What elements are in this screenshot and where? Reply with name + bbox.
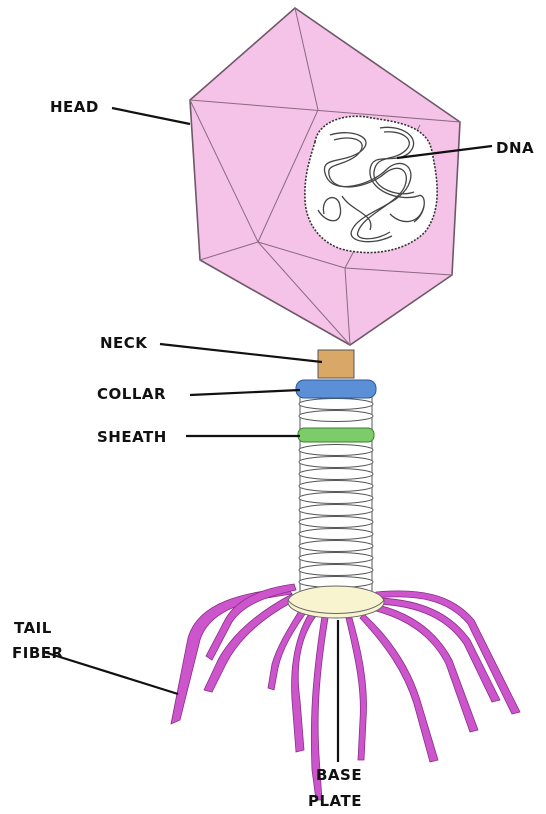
label-sheath: SHEATH [97,428,167,446]
collar [296,380,376,398]
label-dna: DNA [496,139,534,157]
dna-coil [305,116,437,252]
label-tail-fiber-line1: TAIL [14,619,52,637]
leader-tail-fiber [44,652,178,694]
tail-fiber [268,606,308,690]
label-base-plate-line1: BASE [316,766,362,784]
leader-neck [160,344,322,362]
label-base-plate-line2: PLATE [308,792,362,810]
leader-collar [190,390,300,395]
label-head: HEAD [50,98,99,116]
base-plate [288,586,384,618]
tail-sheath [298,396,374,596]
tail-fiber [346,618,366,760]
tail-fiber [372,604,478,732]
label-tail-fiber-line2: FIBER [12,644,64,662]
label-neck: NECK [100,334,148,352]
leader-head [112,108,190,124]
dna-blob [305,116,437,252]
neck [318,350,354,378]
label-collar: COLLAR [97,385,166,403]
sheath-green-band [298,428,374,442]
